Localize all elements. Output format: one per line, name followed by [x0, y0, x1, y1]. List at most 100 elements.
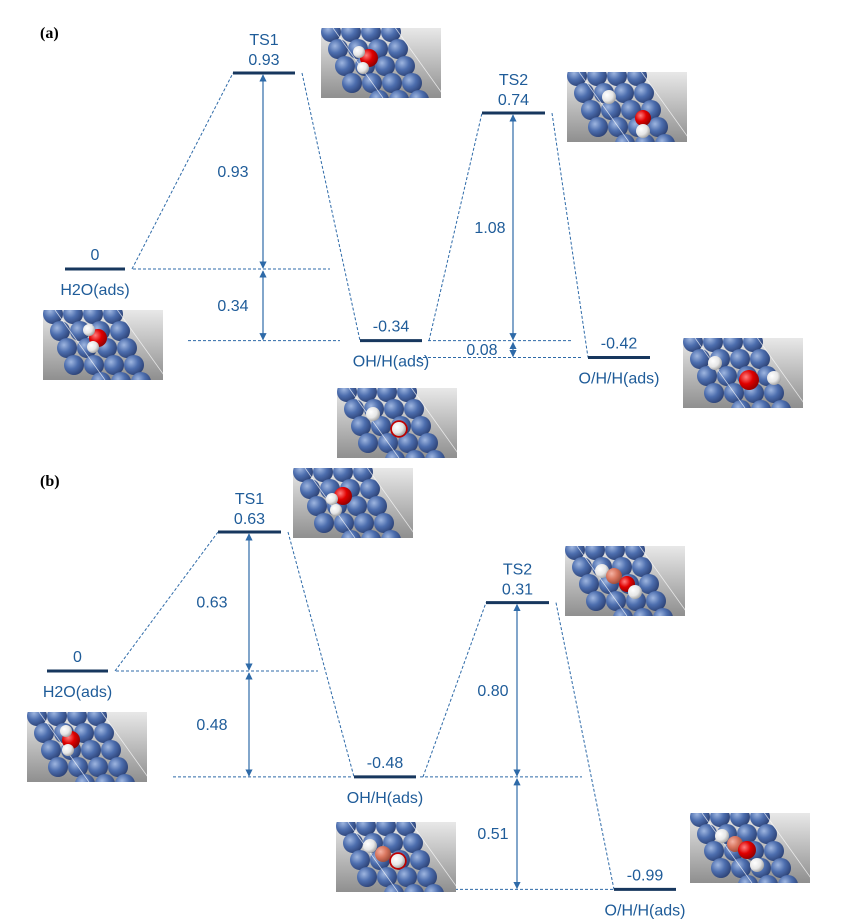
structure-thumbnail — [690, 790, 810, 883]
structure-thumbnail — [336, 822, 456, 921]
metal-atom — [83, 310, 103, 324]
metal-atom — [354, 513, 374, 533]
metal-atom — [351, 416, 371, 436]
metal-atom — [627, 72, 647, 86]
metal-atom — [374, 5, 394, 25]
metal-atom — [723, 790, 743, 810]
metal-atom — [102, 791, 122, 811]
metal-atom — [43, 310, 63, 324]
metal-atom — [588, 117, 608, 137]
state-name: TS1 — [235, 491, 264, 508]
metal-atom — [344, 399, 364, 419]
metal-atom — [388, 547, 408, 567]
oxygen-atom — [738, 841, 756, 859]
hydrogen-atom — [83, 324, 95, 336]
metal-atom — [605, 546, 625, 560]
structure-thumbnail — [337, 388, 457, 458]
metal-atom — [343, 833, 363, 853]
hydrogen-atom — [326, 493, 338, 505]
metal-atom — [778, 417, 798, 437]
metal-atom — [286, 445, 306, 465]
metal-atom — [409, 90, 429, 98]
metal-atom — [431, 901, 451, 921]
metal-atom — [743, 790, 763, 810]
metal-atom — [104, 355, 124, 375]
metal-atom — [750, 813, 770, 827]
state-name: H2O(ads) — [60, 282, 129, 299]
energy-gap-label: 0.51 — [477, 826, 508, 843]
metal-atom — [404, 884, 424, 892]
metal-atom — [376, 107, 396, 127]
metal-atom — [335, 56, 355, 76]
metal-atom — [306, 445, 326, 465]
metal-atom — [738, 875, 758, 883]
hydrogen-atom — [715, 829, 729, 843]
metal-atom — [771, 400, 791, 408]
metal-atom — [601, 100, 621, 120]
metal-slab — [558, 523, 685, 616]
structure-thumbnail — [683, 338, 803, 437]
state-energy-label: 0.93 — [248, 52, 279, 69]
metal-atom — [607, 72, 627, 86]
metal-slab — [43, 310, 163, 380]
metal-atom — [751, 400, 771, 408]
metal-atom — [405, 450, 425, 458]
metal-atom — [63, 310, 83, 324]
metal-atom — [778, 875, 798, 883]
connector-line — [287, 531, 355, 778]
metal-atom — [314, 5, 334, 25]
metal-atom — [397, 867, 417, 887]
structure-thumbnail — [286, 445, 413, 567]
hydrogen-atom — [636, 124, 650, 138]
metal-atom — [738, 417, 758, 437]
metal-atom — [646, 591, 666, 611]
metal-atom — [361, 530, 381, 538]
metal-atom — [402, 73, 422, 93]
metal-atom — [622, 151, 642, 171]
cell-edge-line — [694, 338, 746, 408]
dopant-atom — [375, 846, 391, 862]
metal-atom — [410, 850, 430, 870]
metal-atom — [307, 496, 327, 516]
metal-atom — [353, 468, 373, 482]
metal-atom — [117, 338, 137, 358]
metal-atom — [411, 901, 431, 921]
metal-atom — [91, 372, 111, 380]
state-name: TS1 — [249, 32, 278, 49]
metal-atom — [587, 72, 607, 86]
state-name: H2O(ads) — [43, 684, 112, 701]
state-energy-label: 0.63 — [234, 511, 265, 528]
energy-gap-label: 0.63 — [196, 595, 227, 612]
metal-atom — [313, 468, 333, 482]
state-energy-label: -0.42 — [601, 336, 638, 353]
metal-atom — [618, 523, 638, 543]
metal-atom — [81, 740, 101, 760]
metal-atom — [764, 383, 784, 403]
metal-atom — [124, 355, 144, 375]
metal-atom — [600, 49, 620, 69]
connector-line — [555, 602, 615, 890]
metal-atom — [314, 513, 334, 533]
metal-atom — [730, 813, 750, 827]
cell-edge-line — [117, 310, 163, 375]
metal-atom — [558, 523, 578, 543]
metal-atom — [94, 723, 114, 743]
metal-atom — [371, 416, 391, 436]
structure-thumbnail — [43, 310, 163, 380]
cell-edge-line — [101, 712, 147, 777]
oxygen-atom — [739, 370, 759, 390]
cell-edge-line — [348, 388, 400, 458]
metal-atom — [655, 134, 675, 142]
connector-line — [551, 112, 589, 358]
metal-atom — [385, 450, 405, 458]
metal-atom — [581, 100, 601, 120]
metal-atom — [613, 608, 633, 616]
metal-atom — [110, 321, 130, 341]
connector-line — [422, 602, 487, 778]
panel-label: (b) — [40, 473, 60, 490]
hydrogen-atom — [750, 858, 764, 872]
metal-atom — [103, 310, 123, 324]
metal-atom — [357, 867, 377, 887]
state-name: OH/H(ads) — [347, 790, 423, 807]
cell-edge-line — [410, 822, 456, 887]
